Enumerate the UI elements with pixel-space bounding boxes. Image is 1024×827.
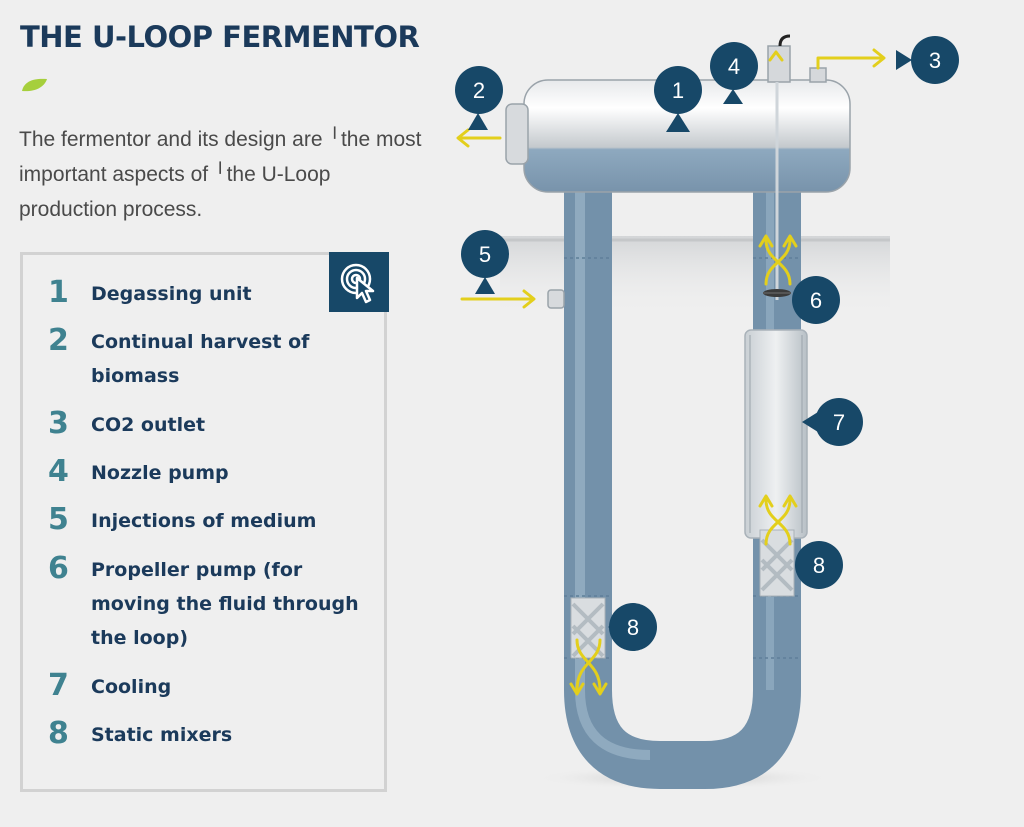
legend-number: 6 xyxy=(48,551,69,586)
legend-number: 3 xyxy=(48,406,69,441)
legend-panel: 1 Degassing unit 2 Continual harvest of … xyxy=(20,252,387,792)
marker-7[interactable]: 7 xyxy=(802,398,863,446)
page-title: THE U-LOOP FERMENTOR xyxy=(20,20,420,54)
legend-number: 7 xyxy=(48,668,69,703)
marker-1[interactable]: 1 xyxy=(654,66,702,132)
legend-number: 8 xyxy=(48,716,69,751)
touch-hand-pointer-icon xyxy=(340,263,375,304)
marker-label: 6 xyxy=(810,288,822,313)
legend-label: CO2 outlet xyxy=(91,414,206,436)
u-loop-pipe xyxy=(564,190,801,789)
legend-label: Injections of medium xyxy=(91,510,317,532)
marker-label: 1 xyxy=(672,78,684,103)
legend-label: Static mixers xyxy=(91,724,233,746)
injection-port xyxy=(547,289,565,309)
leaf-accent-icon xyxy=(22,78,47,92)
legend-number: 5 xyxy=(48,502,69,537)
marker-label: 2 xyxy=(473,78,485,103)
marker-label: 5 xyxy=(479,242,491,267)
legend-number: 4 xyxy=(48,454,69,489)
marker-label: 4 xyxy=(728,54,740,79)
legend-label: Continual harvest of biomass xyxy=(91,331,310,387)
propeller-pump xyxy=(763,289,791,297)
marker-label: 8 xyxy=(627,615,639,640)
nozzle-pump-housing xyxy=(767,45,791,83)
legend-number: 1 xyxy=(48,275,69,310)
legend-label: Propeller pump (for moving the fluid thr… xyxy=(91,559,359,649)
marker-5[interactable]: 5 xyxy=(461,230,509,294)
marker-label: 3 xyxy=(929,48,941,73)
legend-label: Cooling xyxy=(91,676,172,698)
flow-arrows xyxy=(456,48,886,696)
marker-8-left[interactable]: 8 xyxy=(608,603,657,651)
marker-4[interactable]: 4 xyxy=(710,42,758,104)
fermentor-diagram: 1 2 3 4 5 6 7 8 8 xyxy=(455,34,959,790)
marker-6[interactable]: 6 xyxy=(792,276,840,324)
legend-label: Nozzle pump xyxy=(91,462,229,484)
cooling-jacket xyxy=(744,329,808,539)
marker-2[interactable]: 2 xyxy=(455,66,503,130)
legend-number: 2 xyxy=(48,323,69,358)
touch-interaction-badge[interactable] xyxy=(329,252,389,312)
co2-outlet-stub xyxy=(809,67,827,83)
legend-label: Degassing unit xyxy=(91,283,252,305)
marker-3[interactable]: 3 xyxy=(896,36,959,84)
marker-8-right[interactable]: 8 xyxy=(795,541,843,589)
harvest-flange xyxy=(505,103,529,165)
marker-label: 7 xyxy=(833,410,845,435)
marker-label: 8 xyxy=(813,553,825,578)
intro-text: The fermentor and its design are ╵the mo… xyxy=(19,128,422,221)
